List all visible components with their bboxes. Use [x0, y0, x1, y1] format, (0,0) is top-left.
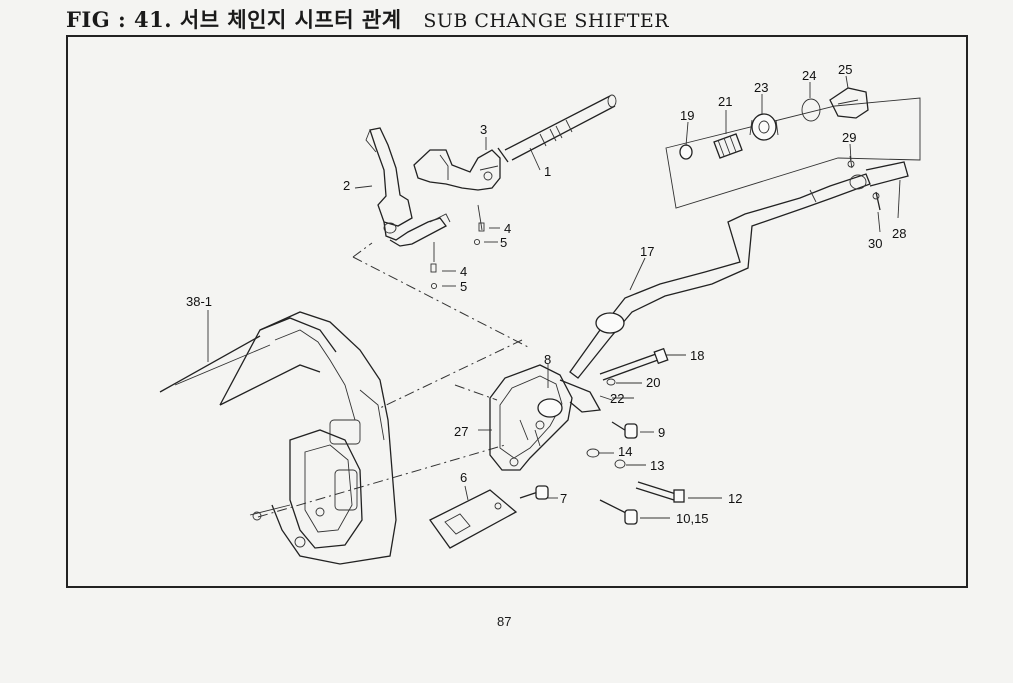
callout-7: 7 — [560, 491, 567, 506]
shift-bracket — [413, 149, 501, 191]
callout-8: 8 — [544, 352, 551, 367]
alignment-line — [379, 339, 523, 409]
callout-27: 27 — [454, 424, 468, 439]
callout-28: 28 — [892, 226, 906, 241]
callout-4-upper: 4 — [504, 221, 511, 236]
callout-29: 29 — [842, 130, 856, 145]
alignment-line — [352, 242, 373, 258]
figure-title-korean: 서브 체인지 시프터 관계 — [179, 7, 402, 32]
washer-22 — [599, 395, 613, 401]
callout-5-upper: 5 — [500, 235, 507, 250]
ball-5 — [473, 238, 481, 246]
callout-1: 1 — [544, 164, 551, 179]
callout-20: 20 — [646, 375, 660, 390]
figure-number: FIG : 41. — [66, 7, 173, 32]
bolt-12 — [635, 481, 685, 503]
bolt-7 — [519, 485, 549, 500]
leader-line — [477, 204, 483, 231]
figure-title: FIG : 41. 서브 체인지 시프터 관계 SUB CHANGE SHIFT… — [66, 4, 669, 34]
callout-6: 6 — [460, 470, 467, 485]
diagram-frame — [66, 35, 968, 588]
bolt-18 — [599, 347, 669, 381]
leader-lines — [207, 75, 901, 519]
callout-19: 19 — [680, 108, 694, 123]
transmission-housing — [159, 311, 397, 565]
alignment-line — [454, 384, 498, 401]
callout-3: 3 — [480, 122, 487, 137]
bolt-9 — [611, 421, 638, 439]
callout-4-lower: 4 — [460, 264, 467, 279]
nut-13 — [614, 459, 626, 469]
callout-2: 2 — [343, 178, 350, 193]
assembly-outline — [665, 97, 921, 209]
callout-17: 17 — [640, 244, 654, 259]
callout-18: 18 — [690, 348, 704, 363]
callout-12: 12 — [728, 491, 742, 506]
shift-shaft — [497, 94, 617, 163]
callout-9: 9 — [658, 425, 665, 440]
spring-4 — [478, 222, 485, 232]
shifter-cover — [489, 364, 602, 471]
ball-5b — [430, 282, 438, 290]
callout-30: 30 — [868, 236, 882, 251]
callout-25: 25 — [838, 62, 852, 77]
callout-38-1: 38-1 — [186, 294, 212, 309]
callout-14: 14 — [618, 444, 632, 459]
callout-24: 24 — [802, 68, 816, 83]
figure-title-english: SUB CHANGE SHIFTER — [423, 10, 670, 32]
callout-23: 23 — [754, 80, 768, 95]
washer-20 — [606, 378, 616, 386]
shift-lever — [569, 161, 909, 379]
knob-assembly — [679, 87, 881, 211]
callout-13: 13 — [650, 458, 664, 473]
bolt-10-15 — [599, 499, 638, 525]
spring-4b — [430, 263, 437, 273]
callout-21: 21 — [718, 94, 732, 109]
callout-10-15: 10,15 — [676, 511, 709, 526]
callout-22: 22 — [610, 391, 624, 406]
mounting-plate — [429, 489, 518, 549]
washer-14 — [586, 448, 600, 458]
page-number: 87 — [497, 614, 512, 629]
alignment-line — [352, 256, 531, 349]
alignment-line — [257, 444, 506, 518]
shift-fork — [365, 127, 451, 247]
callout-5-lower: 5 — [460, 279, 467, 294]
